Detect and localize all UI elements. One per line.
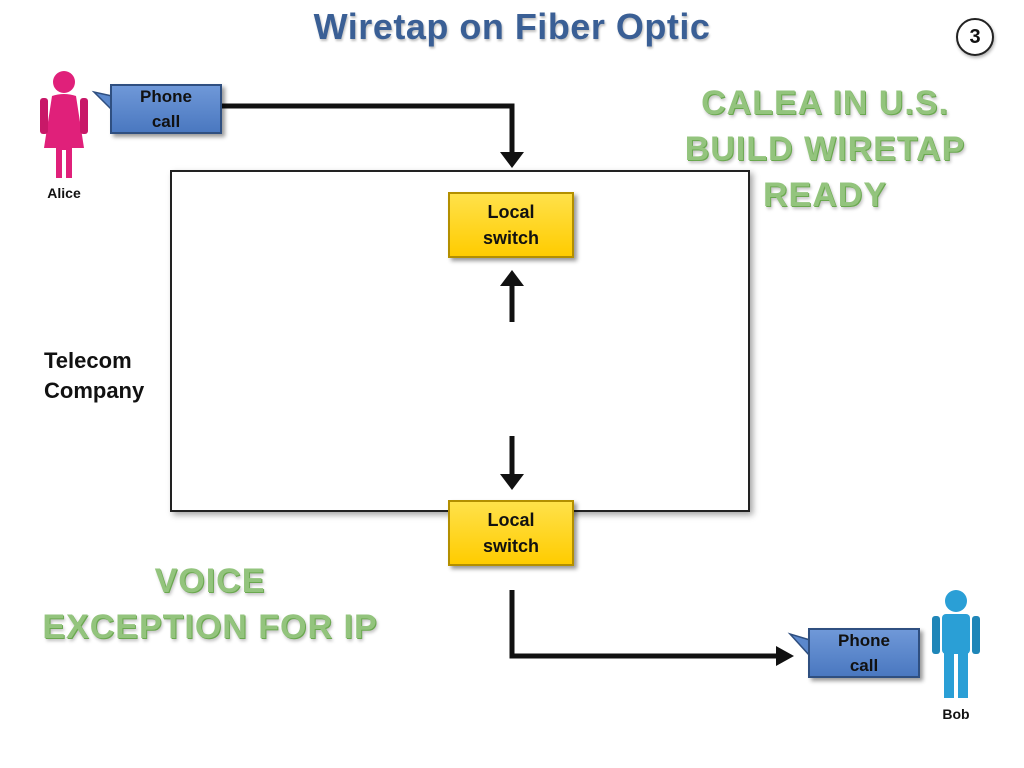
bob-bubble-tail xyxy=(787,632,811,658)
arrow-alice-to-switch xyxy=(222,103,515,158)
slide-title: Wiretap on Fiber Optic xyxy=(313,6,711,47)
alice-bubble-line1: Phone xyxy=(140,87,192,106)
arrowhead-bob xyxy=(776,646,794,666)
calea-note-line1: CALEA in U.S. xyxy=(701,84,949,122)
voice-note-line1: VOICE xyxy=(154,562,266,600)
calea-note-line3: READY xyxy=(762,176,888,214)
slide-number: 3 xyxy=(956,18,994,56)
voice-exception-note: VOICE EXCEPTION FOR IP xyxy=(40,558,380,650)
arrowhead-up xyxy=(500,270,524,286)
switch-bottom-line2: switch xyxy=(482,536,539,556)
local-switch-top: Local switch xyxy=(448,192,574,258)
bob-phone-call-bubble: Phone call xyxy=(808,628,920,678)
bob-name-label: Bob xyxy=(942,706,970,722)
calea-note: CALEA in U.S. BUILD WIRETAP READY xyxy=(680,80,970,218)
arrowhead-down xyxy=(500,474,524,490)
telecom-company-label: Telecom Company xyxy=(44,346,144,406)
female-person-icon xyxy=(40,71,88,178)
switch-top-line1: Local xyxy=(487,202,535,222)
local-switch-bottom: Local switch xyxy=(448,500,574,566)
switch-top-line2: switch xyxy=(482,228,539,248)
arrow-switch-to-bob xyxy=(509,590,778,659)
arrowhead-alice-switch xyxy=(500,152,524,168)
company-label-line1: Telecom xyxy=(44,348,132,373)
calea-note-line2: BUILD WIRETAP xyxy=(684,130,966,168)
male-person-icon xyxy=(932,590,980,698)
company-label-line2: Company xyxy=(44,378,145,403)
switch-bottom-line1: Local xyxy=(487,510,535,530)
alice-name-label: Alice xyxy=(47,185,81,201)
alice-bubble-line2: call xyxy=(151,112,181,131)
voice-note-line2: EXCEPTION FOR IP xyxy=(42,608,378,646)
bob-bubble-line2: call xyxy=(849,656,879,675)
bob-bubble-line1: Phone xyxy=(838,631,890,650)
alice-phone-call-bubble: Phone call xyxy=(110,84,222,134)
